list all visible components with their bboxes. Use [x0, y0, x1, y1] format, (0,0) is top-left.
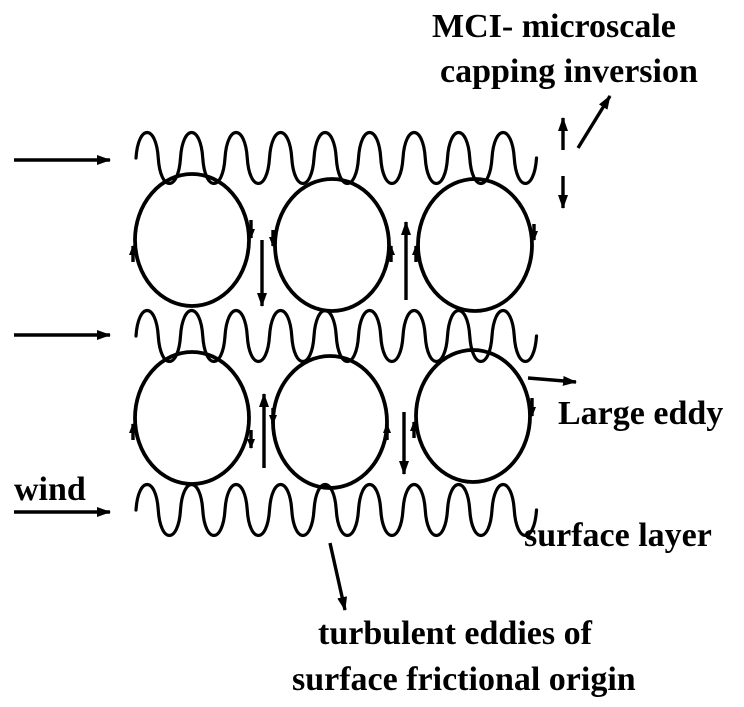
large-eddy-upper-left	[133, 174, 251, 306]
mci-label-line-1: MCI- microscale	[432, 8, 676, 45]
large-eddy-lower-middle	[273, 356, 387, 488]
turbulent-eddies-label-line-2: surface frictional origin	[292, 661, 636, 698]
turbulent-eddies-label-line-1: turbulent eddies of	[318, 615, 593, 652]
turbulent-eddies-pointer-arrow	[330, 543, 345, 610]
surface-layer-label: surface layer	[524, 517, 712, 554]
large-eddy-pointer-arrow	[528, 378, 576, 382]
wind-label: wind	[14, 471, 86, 508]
large-eddy-upper-right	[416, 179, 534, 311]
mci-label-line-2: capping inversion	[440, 53, 698, 90]
large-eddy-lower-right	[414, 350, 532, 482]
large-eddy-upper-middle	[273, 179, 391, 311]
surface-turbulence-layer	[136, 485, 537, 536]
mci-pointer-arrow	[578, 96, 610, 148]
large-eddy-lower-left	[133, 352, 251, 484]
large-eddy-label: Large eddy	[558, 395, 723, 432]
